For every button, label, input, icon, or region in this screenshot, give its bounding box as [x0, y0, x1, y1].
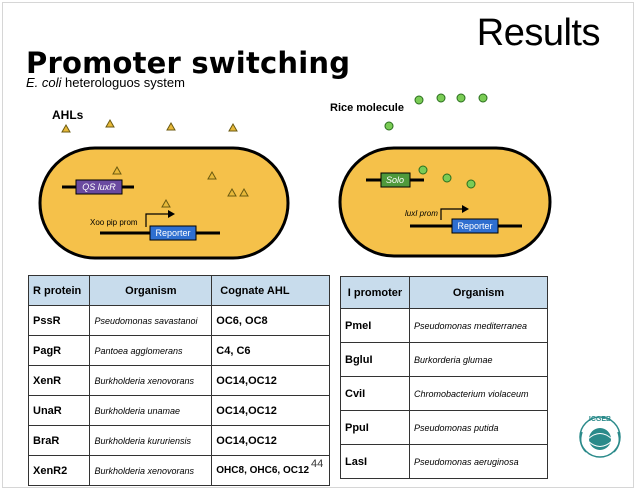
rice-molecule: [384, 121, 394, 131]
table-row: LasI Pseudomonas aeruginosa: [340, 444, 548, 479]
rice-molecules-outside: [384, 93, 488, 131]
logo-laurel: [579, 431, 621, 453]
r-protein-table: R protein Organism Cognate AHL PssR Pseu…: [27, 275, 330, 486]
page-number: 44: [311, 458, 324, 470]
slide-title: Promoter switching: [26, 46, 351, 80]
ahl-cell: C4, C6: [211, 335, 330, 366]
icgeb-logo: ICGEB: [579, 416, 621, 458]
rice-molecule: [456, 93, 466, 103]
protein-cell: BraR: [27, 425, 91, 456]
organism-cell: Pseudomonas aeruginosa: [409, 444, 548, 479]
left-promoter-arrow: [145, 213, 168, 227]
promoter-cell: BgluI: [340, 342, 410, 377]
ahl-cell: OC14,OC12: [211, 425, 330, 456]
organism-cell: Burkorderia glumae: [409, 342, 548, 377]
rice-molecule-label: Rice molecule: [330, 102, 404, 114]
right-promoter-arrow: [440, 208, 462, 220]
organism-cell: Pseudomonas putida: [409, 410, 548, 445]
header-cognate-ahl: Cognate AHL: [211, 275, 330, 306]
organism-cell: Pantoea agglomerans: [89, 335, 213, 366]
subtitle-organism: E. coli: [26, 75, 62, 90]
ahl-cell: OHC8, OHC6, OC12: [211, 455, 330, 486]
slide-subtitle: E. coli heterologuos system: [26, 75, 185, 90]
promoter-cell: PmeI: [340, 308, 410, 343]
logo-globe-lines: [587, 433, 613, 447]
organism-cell: Pseudomonas savastanoi: [89, 305, 213, 336]
left-reporter-gene: [149, 225, 197, 241]
protein-cell: PssR: [27, 305, 91, 336]
promoter-cell: LasI: [340, 444, 410, 479]
table-row: PssR Pseudomonas savastanoi OC6, OC8: [27, 305, 330, 336]
ahl-cell: OC6, OC8: [211, 305, 330, 336]
right-reporter-gene: [451, 218, 499, 234]
organism-cell: Chromobacterium violaceum: [409, 376, 548, 411]
table-row: PagR Pantoea agglomerans C4, C6: [27, 335, 330, 366]
solo-label: Solo: [386, 175, 404, 185]
logo-globe: [589, 428, 611, 450]
ahl-triangle: [112, 165, 122, 175]
table-row: UnaR Burkholderia unamae OC14,OC12: [27, 395, 330, 426]
rice-molecule: [414, 95, 424, 105]
left-promoter-label: Xoo pip prom: [90, 218, 138, 227]
rice-molecule: [418, 165, 428, 175]
left-arrow-head: [168, 210, 175, 218]
rice-molecules-inside: [418, 165, 476, 189]
organism-cell: Pseudomonas mediterranea: [409, 308, 548, 343]
ahl-triangle: [227, 187, 237, 197]
ahl-triangle: [207, 170, 217, 180]
ahl-triangle: [61, 123, 71, 133]
ahl-cell: OC14,OC12: [211, 365, 330, 396]
ahl-triangle: [105, 118, 115, 128]
logo-text: ICGEB: [589, 416, 611, 423]
table-row: BraR Burkholderia kururiensis OC14,OC12: [27, 425, 330, 456]
table-row: XenR Burkholderia xenovorans OC14,OC12: [27, 365, 330, 396]
table-row: PpuI Pseudomonas putida: [340, 410, 548, 445]
right-arrow-head: [462, 205, 469, 213]
qs-luxr-label: QS luxR: [82, 182, 116, 192]
promoter-cell: PpuI: [340, 410, 410, 445]
table-row: XenR2 Burkholderia xenovorans OHC8, OHC6…: [27, 455, 330, 486]
organism-cell: Burkholderia unamae: [89, 395, 213, 426]
ahl-triangle: [239, 187, 249, 197]
results-heading: Results: [476, 12, 601, 54]
solo-gene: [380, 172, 411, 188]
rice-molecule: [442, 173, 452, 183]
protein-cell: PagR: [27, 335, 91, 366]
promoter-cell: CviI: [340, 376, 410, 411]
ahl-triangle: [161, 198, 171, 208]
protein-cell: XenR2: [27, 455, 91, 486]
ahl-label: AHLs: [52, 108, 84, 122]
subtitle-rest: heterologuos system: [61, 75, 185, 90]
rice-molecule: [436, 93, 446, 103]
protein-cell: XenR: [27, 365, 91, 396]
left-reporter-label: Reporter: [155, 228, 190, 238]
header-organism: Organism: [89, 275, 213, 306]
right-reporter-label: Reporter: [457, 221, 492, 231]
ahl-molecules-outside: [61, 118, 238, 133]
table-row: PmeI Pseudomonas mediterranea: [340, 308, 548, 343]
rice-molecule: [478, 93, 488, 103]
i-promoter-table: I promoter Organism PmeI Pseudomonas med…: [340, 276, 548, 479]
ahl-triangle: [166, 121, 176, 131]
header-r-protein: R protein: [27, 275, 91, 306]
qs-luxr-gene: [75, 179, 123, 195]
table-row: CviI Chromobacterium violaceum: [340, 376, 548, 411]
table-row: BgluI Burkorderia glumae: [340, 342, 548, 377]
organism-cell: Burkholderia xenovorans: [89, 455, 213, 486]
right-bacterial-cell: [338, 146, 552, 258]
ahl-molecules-inside: [112, 165, 249, 208]
rice-molecule: [466, 179, 476, 189]
slide-frame: [2, 2, 634, 488]
right-promoter-label: luxI prom: [405, 209, 438, 218]
header-i-promoter: I promoter: [340, 276, 410, 309]
protein-cell: UnaR: [27, 395, 91, 426]
ahl-cell: OC14,OC12: [211, 395, 330, 426]
organism-cell: Burkholderia kururiensis: [89, 425, 213, 456]
organism-cell: Burkholderia xenovorans: [89, 365, 213, 396]
header-organism-right: Organism: [409, 276, 548, 309]
ahl-triangle: [228, 122, 238, 132]
